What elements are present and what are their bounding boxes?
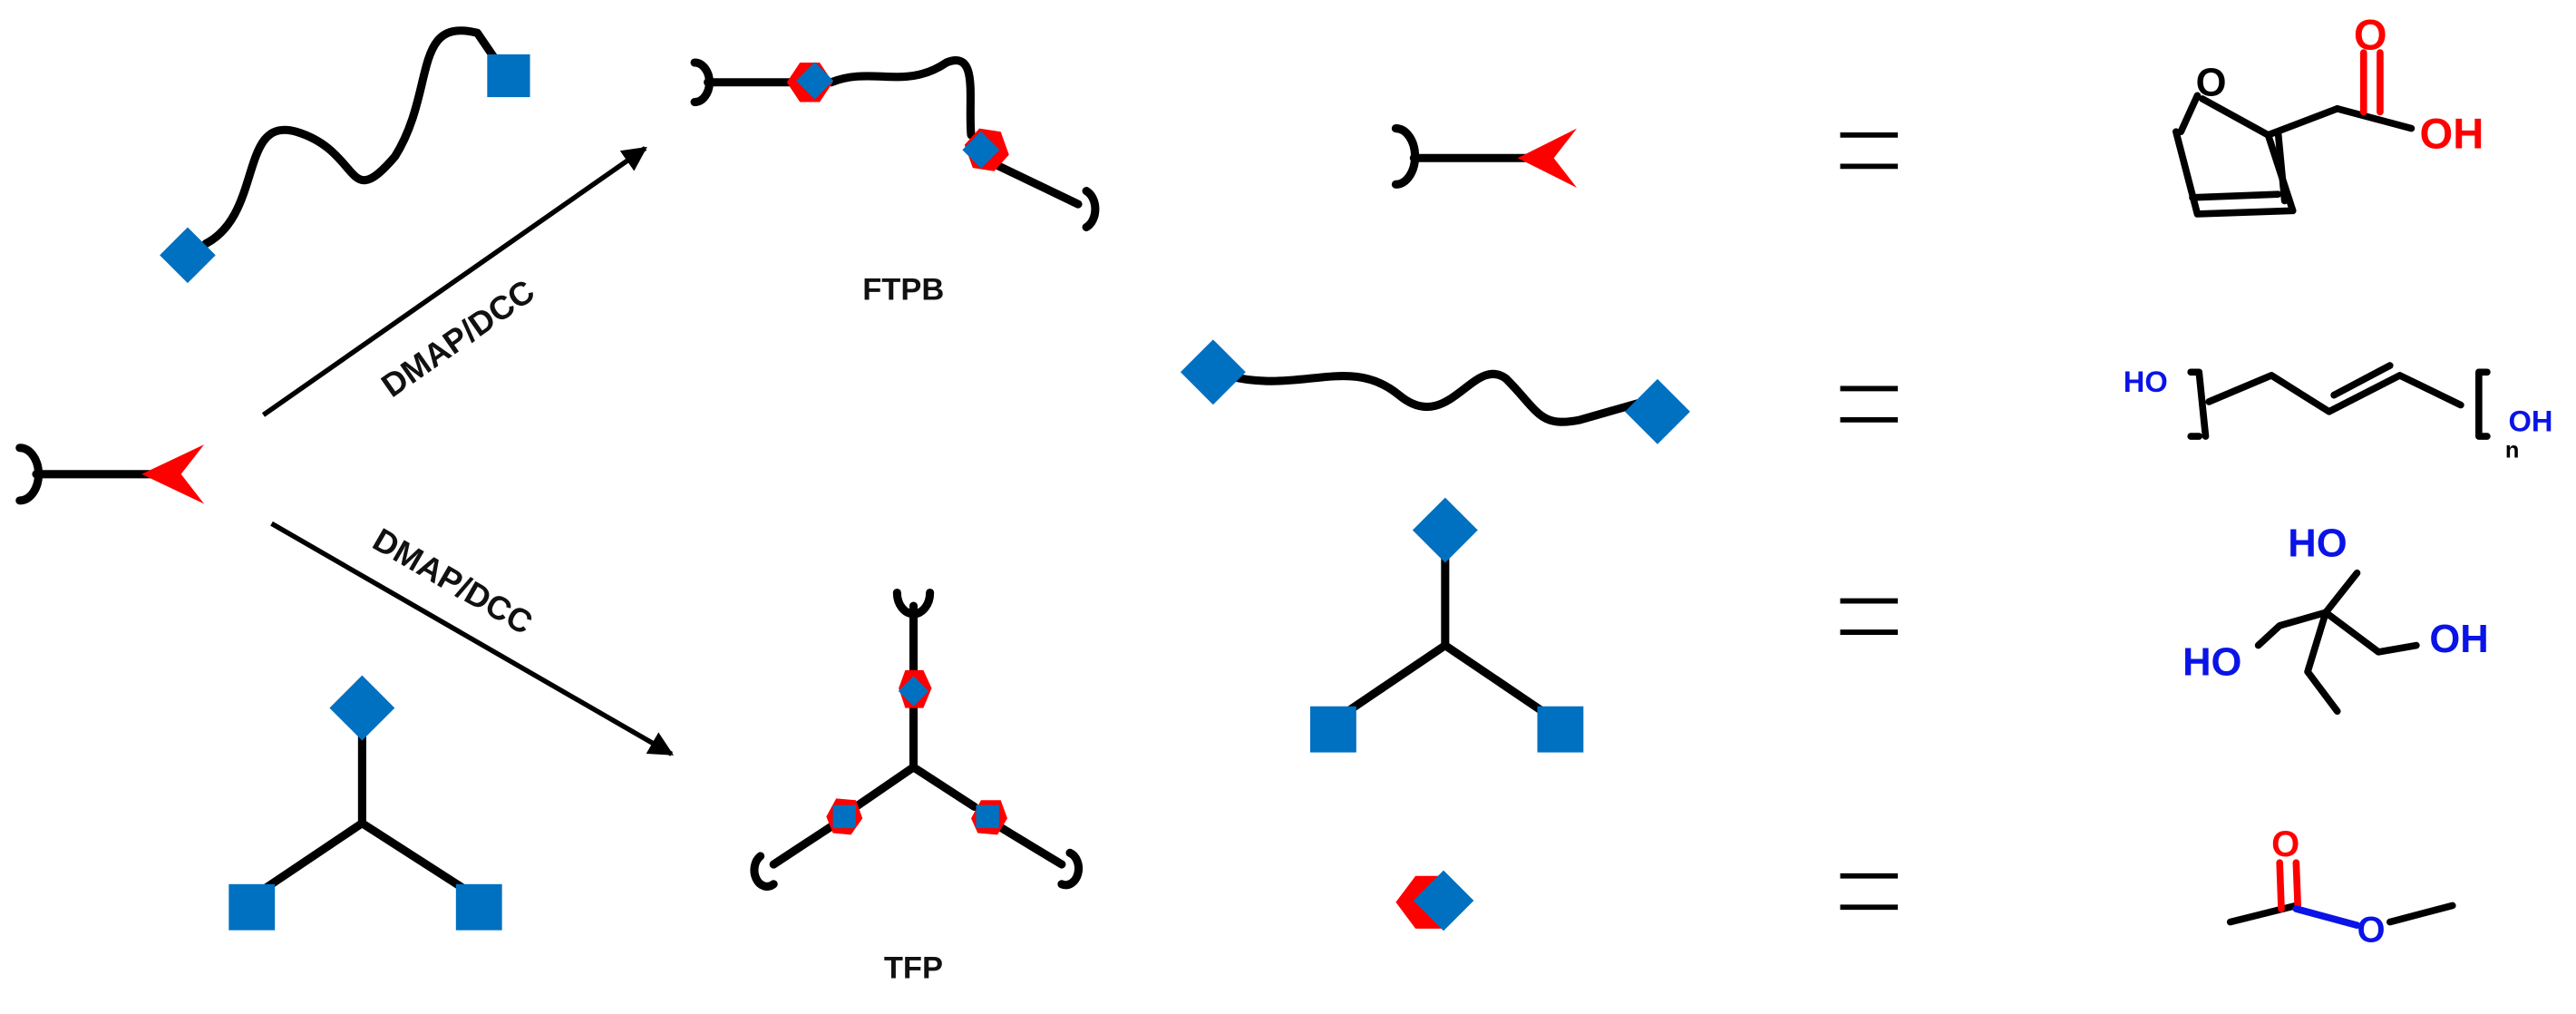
hydroxyl-square-icon	[1537, 706, 1584, 753]
triol-hydroxyl-top: HO	[2288, 522, 2347, 566]
equals-sign	[1840, 873, 1899, 911]
furan-chevron-icon	[1517, 128, 1578, 188]
hydroxyl-square-icon	[487, 54, 530, 98]
triol-hydroxyl-right: OH	[2429, 618, 2488, 661]
hydroxyl-label: OH	[2419, 110, 2484, 158]
furan-chevron-icon	[141, 444, 205, 504]
triol-hydroxyl-left: HO	[2182, 640, 2241, 684]
hydroxyl-square-icon	[228, 883, 276, 931]
reaction-arrow-top	[261, 146, 647, 417]
legend-ester-symbol	[1395, 870, 1474, 931]
carbonyl-oxygen-label: O	[2354, 11, 2387, 59]
reaction-arrow-bottom	[270, 521, 675, 756]
hydroxyl-square-icon	[1309, 706, 1356, 753]
hydroxyl-diamond-icon	[1625, 378, 1690, 444]
repeat-n-label: n	[2505, 438, 2520, 463]
htpb-hydroxyl-right: OH	[2509, 405, 2553, 438]
hydroxyl-diamond-icon	[329, 675, 395, 741]
hydroxyl-square-icon	[160, 227, 216, 284]
triol-structure: HO HO OH	[2182, 522, 2489, 716]
tfp-product: TFP	[750, 588, 1084, 985]
hydroxyl-square-icon	[455, 883, 502, 931]
htpb-structure: HO OH n	[2124, 362, 2553, 463]
triol-symbol	[228, 675, 502, 931]
equals-sign	[1840, 598, 1899, 635]
legend-htpb-symbol	[1180, 339, 1690, 444]
hydroxyl-diamond-icon	[1180, 339, 1246, 405]
furan-diene-icon	[1057, 848, 1084, 890]
ring-oxygen-label: O	[2196, 61, 2227, 104]
htpb-hydroxyl-left: HO	[2124, 365, 2168, 398]
furoic-acid-structure: O O OH	[2173, 11, 2484, 218]
legend-furan-symbol	[1391, 124, 1578, 189]
furan-diene-icon	[1082, 187, 1100, 232]
ftpb-product: FTPB	[690, 56, 1100, 307]
ester-ether-oxygen: O	[2357, 910, 2386, 950]
ester-structure: O O	[2226, 824, 2456, 950]
bottom-arrow-label: DMAP/DCC	[366, 521, 539, 641]
furan-diene-icon	[750, 852, 778, 891]
hydroxyl-diamond-icon	[1412, 497, 1478, 563]
ftpb-label: FTPB	[862, 272, 944, 307]
tfp-label: TFP	[884, 951, 943, 985]
htpb-chain-symbol	[160, 26, 530, 284]
top-arrow-label: DMAP/DCC	[374, 272, 541, 405]
furoic-acid-symbol	[15, 444, 205, 505]
equals-sign	[1840, 385, 1899, 423]
equals-sign	[1840, 132, 1899, 170]
ester-carbonyl-oxygen: O	[2271, 824, 2299, 864]
legend-triol-symbol	[1309, 497, 1584, 753]
